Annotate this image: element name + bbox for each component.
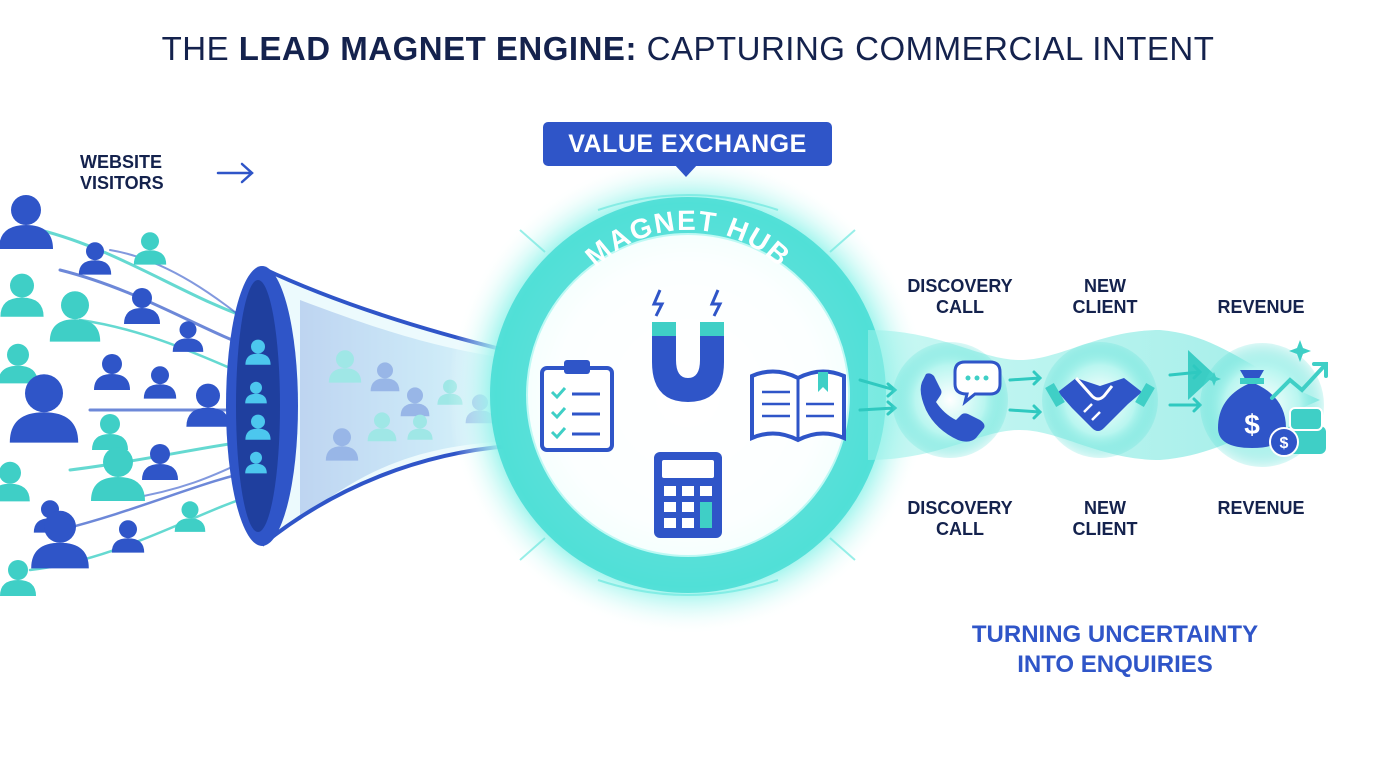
checklist-icon xyxy=(540,360,614,452)
value-exchange-badge: VALUE EXCHANGE xyxy=(543,122,832,166)
magnet-icon xyxy=(651,289,724,402)
hub-title: MAGNET HUB xyxy=(579,205,796,273)
arrow-right-icon xyxy=(216,162,254,184)
stage-label-bottom-client: NEW CLIENT xyxy=(1072,498,1138,539)
hub-rays xyxy=(519,194,856,596)
page-title: THE LEAD MAGNET ENGINE: CAPTURING COMMER… xyxy=(161,30,1215,67)
svg-text:$: $ xyxy=(1244,409,1260,440)
money-bag-icon: $ xyxy=(1218,370,1286,448)
funnel-icon xyxy=(226,266,526,547)
badge-pointer xyxy=(674,164,698,177)
arrow-right-icon xyxy=(1188,350,1215,400)
stage-label-top-revenue: REVENUE xyxy=(1217,297,1305,317)
growth-arrow-icon xyxy=(1270,362,1328,400)
stage-label-top-client: NEW CLIENT xyxy=(1072,276,1138,317)
stage-label-bottom-revenue: REVENUE xyxy=(1217,498,1305,518)
calculator-icon xyxy=(654,452,722,538)
visitor-crowd xyxy=(0,195,230,596)
stage-node-discovery xyxy=(892,342,1008,458)
website-visitors-label: WEBSITE VISITORS xyxy=(80,152,164,193)
sparkle-icons xyxy=(1207,340,1311,386)
coin-stack-icon: $ xyxy=(1269,407,1326,457)
ebook-icon xyxy=(750,369,846,443)
svg-text:MAGNET HUB: MAGNET HUB xyxy=(579,205,796,273)
stage-label-bottom-discovery: DISCOVERY CALL xyxy=(907,498,1013,539)
chat-bubble-icon xyxy=(953,360,1002,406)
handshake-icon xyxy=(1045,377,1155,431)
tagline: TURNING UNCERTAINTY INTO ENQUIRIES xyxy=(971,621,1259,678)
svg-text:$: $ xyxy=(1280,435,1289,452)
phone-icon xyxy=(920,373,985,442)
stage-label-top-discovery: DISCOVERY CALL xyxy=(907,276,1013,317)
